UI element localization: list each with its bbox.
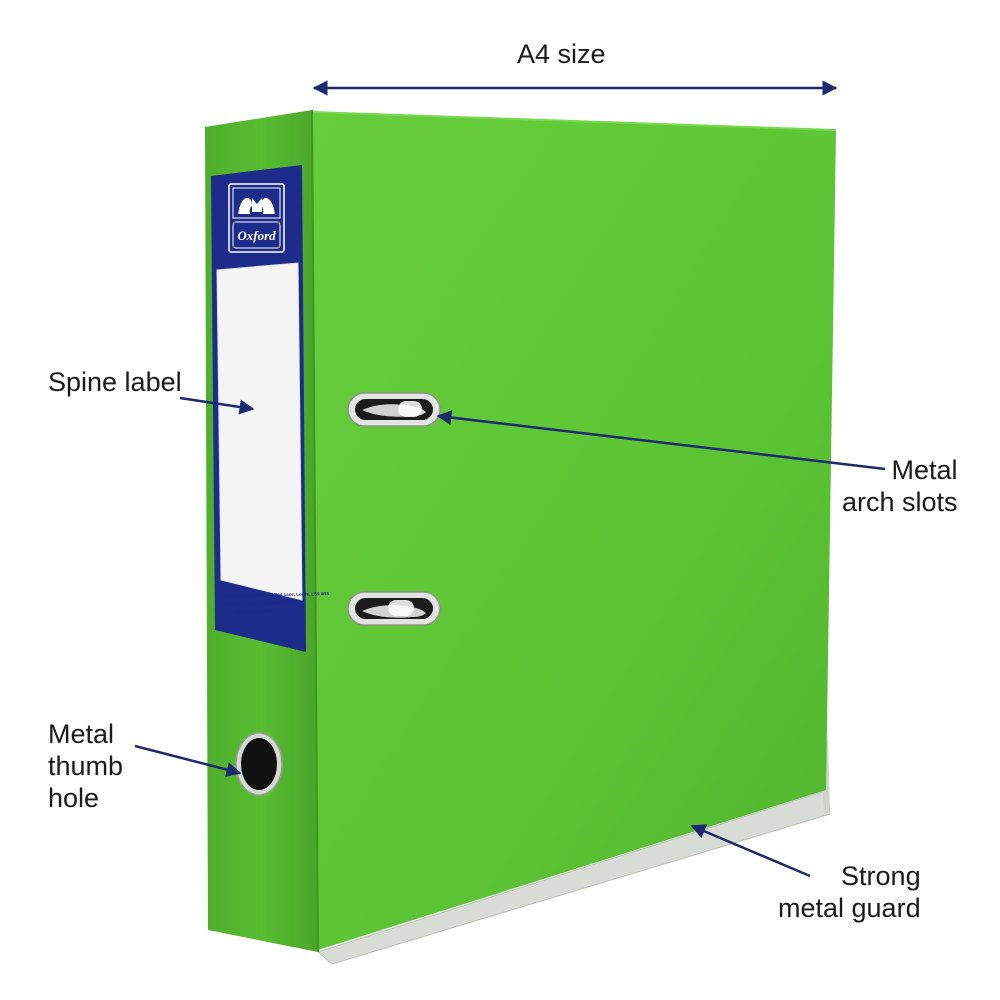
callout-line: thumb <box>48 751 124 781</box>
callout-line: hole <box>48 783 100 813</box>
callout-a4-size: A4 size <box>517 38 606 70</box>
callout-line: Metal <box>891 455 958 485</box>
metal-arch-slot-upper <box>347 392 441 427</box>
callout-line: arch slots <box>842 487 958 517</box>
pointer-arrow-icon <box>436 410 886 471</box>
crest-lion-left-icon <box>238 198 252 214</box>
crest-shield-outline <box>232 187 281 219</box>
pointer-arrow-icon <box>179 396 255 415</box>
label-small-print-1: HAMELIN BRANDS LTD, Rod Lane, Leeds, LS9… <box>222 591 329 598</box>
callout-spine-label: Spine label <box>48 366 182 398</box>
callout-line: Metal <box>48 719 115 749</box>
label-small-print-3: Made in POLAND <box>236 608 272 614</box>
callout-line: metal guard <box>778 893 921 923</box>
crest-lion-right-icon <box>261 198 275 214</box>
spine-edge <box>311 109 319 953</box>
brand-name: Oxford <box>237 228 276 243</box>
pointer-arrow-icon <box>690 824 811 878</box>
callout-metal-thumb-hole: Metal thumb hole <box>48 718 123 814</box>
callout-strong-metal-guard: Strong metal guard <box>778 860 921 924</box>
label-small-print-2: HAMELIN · 601 01 · 03 4264 hamelin.fr <box>222 600 302 606</box>
metal-arch-slot-lower <box>347 591 441 626</box>
thumb-hole <box>241 738 277 790</box>
pointer-arrow-icon <box>134 744 242 777</box>
callout-metal-arch-slots: Metal arch slots <box>842 454 958 518</box>
callout-line: Strong <box>841 861 921 891</box>
spine-label <box>216 262 303 601</box>
callout-line: Spine label <box>48 367 182 397</box>
brand-plate <box>232 221 281 249</box>
callout-line: A4 size <box>517 39 606 69</box>
crest-shield-icon <box>252 198 262 212</box>
cover-top-edge <box>311 111 837 131</box>
front-cover <box>312 112 836 950</box>
